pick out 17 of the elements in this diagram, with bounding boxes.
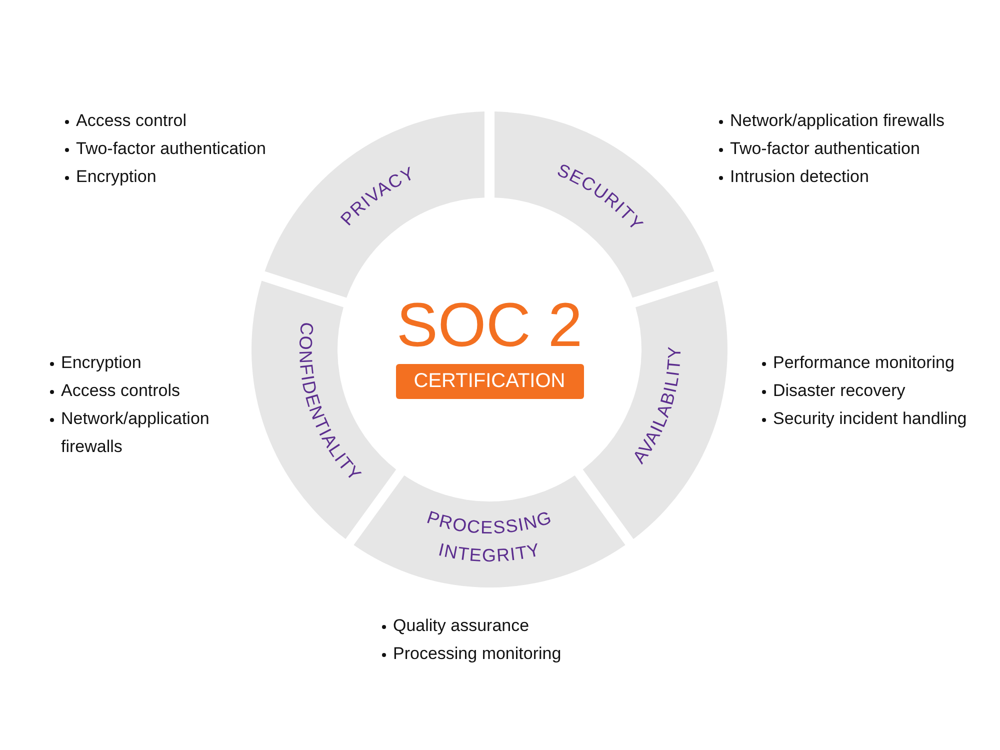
segment-label: PROCESSING INTEGRITY <box>424 507 554 566</box>
list-item-text: Encryption <box>61 352 142 374</box>
list-item-text: Intrusion detection <box>730 166 869 188</box>
list-item-text: Two-factor authentication <box>76 138 266 160</box>
list-item-text: Quality assurance <box>393 615 530 637</box>
heading-text: SOC 2 <box>396 295 583 357</box>
label-badge: CERTIFICATION <box>396 364 584 399</box>
list-item-text: Access controls <box>61 380 180 402</box>
list-item-text: Network/application firewalls <box>61 408 210 458</box>
list-item-text: Network/application firewalls <box>730 110 944 132</box>
list-item-text: Security incident handling <box>773 408 967 430</box>
list-item-text: Processing monitoring <box>393 643 562 665</box>
list-item-text: Two-factor authentication <box>730 138 920 160</box>
list-item-text: Disaster recovery <box>773 380 906 402</box>
list-item-text: Access control <box>76 110 187 132</box>
list-item-text: Performance monitoring <box>773 352 954 374</box>
list-item-text: Encryption <box>76 166 156 188</box>
